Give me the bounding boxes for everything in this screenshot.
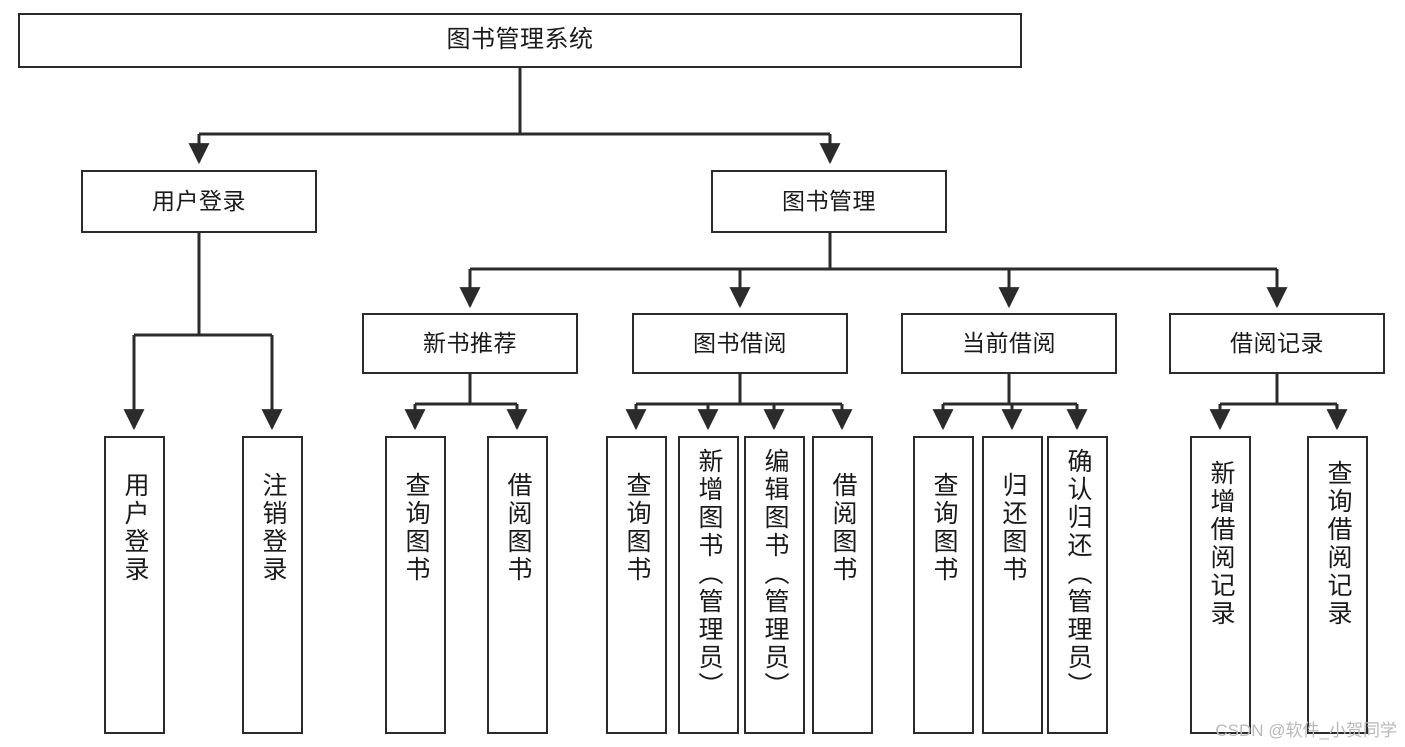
node-leaf-query-book-2[interactable]: 查询图书 xyxy=(606,436,667,734)
node-leaf-add-book-label: 新增图书（管理员） xyxy=(695,448,723,700)
node-leaf-user-login[interactable]: 用户登录 xyxy=(104,436,165,734)
node-leaf-add-record[interactable]: 新增借阅记录 xyxy=(1190,436,1251,734)
node-leaf-confirm-return-label: 确认归还（管理员） xyxy=(1064,448,1092,700)
node-leaf-logout-login[interactable]: 注销登录 xyxy=(242,436,303,734)
node-leaf-logout-login-label: 注销登录 xyxy=(259,472,287,584)
node-leaf-return-book[interactable]: 归还图书 xyxy=(982,436,1043,734)
node-current-borrow-label: 当前借阅 xyxy=(962,329,1056,356)
node-leaf-user-login-label: 用户登录 xyxy=(121,472,149,584)
node-leaf-query-book-2-label: 查询图书 xyxy=(623,472,651,584)
node-leaf-query-book-3-label: 查询图书 xyxy=(930,472,958,584)
node-leaf-borrow-book-1[interactable]: 借阅图书 xyxy=(487,436,548,734)
node-leaf-query-book-1[interactable]: 查询图书 xyxy=(385,436,446,734)
node-leaf-add-book[interactable]: 新增图书（管理员） xyxy=(678,436,739,734)
node-root-label: 图书管理系统 xyxy=(446,26,594,54)
watermark: CSDN @软件_小贺同学 xyxy=(1215,721,1397,740)
node-user-login[interactable]: 用户登录 xyxy=(81,170,317,233)
node-leaf-add-record-label: 新增借阅记录 xyxy=(1207,460,1235,628)
node-leaf-edit-book[interactable]: 编辑图书（管理员） xyxy=(744,436,805,734)
node-leaf-query-book-1-label: 查询图书 xyxy=(402,472,430,584)
node-new-book-recommend[interactable]: 新书推荐 xyxy=(362,313,578,374)
node-leaf-query-record[interactable]: 查询借阅记录 xyxy=(1307,436,1368,734)
node-book-manage-label: 图书管理 xyxy=(782,187,876,214)
node-leaf-confirm-return[interactable]: 确认归还（管理员） xyxy=(1047,436,1108,734)
node-leaf-edit-book-label: 编辑图书（管理员） xyxy=(761,448,789,700)
node-current-borrow[interactable]: 当前借阅 xyxy=(901,313,1117,374)
node-leaf-borrow-book-1-label: 借阅图书 xyxy=(504,472,532,584)
node-leaf-query-book-3[interactable]: 查询图书 xyxy=(913,436,974,734)
node-leaf-return-book-label: 归还图书 xyxy=(999,472,1027,584)
node-book-borrow[interactable]: 图书借阅 xyxy=(632,313,848,374)
node-book-manage[interactable]: 图书管理 xyxy=(711,170,947,233)
node-new-book-recommend-label: 新书推荐 xyxy=(423,329,517,356)
node-book-borrow-label: 图书借阅 xyxy=(693,329,787,356)
node-leaf-borrow-book-2-label: 借阅图书 xyxy=(829,472,857,584)
node-borrow-record-label: 借阅记录 xyxy=(1230,329,1324,356)
node-leaf-query-record-label: 查询借阅记录 xyxy=(1324,460,1352,628)
node-borrow-record[interactable]: 借阅记录 xyxy=(1169,313,1385,374)
node-leaf-borrow-book-2[interactable]: 借阅图书 xyxy=(812,436,873,734)
node-user-login-label: 用户登录 xyxy=(152,187,246,214)
node-root[interactable]: 图书管理系统 xyxy=(18,13,1022,68)
